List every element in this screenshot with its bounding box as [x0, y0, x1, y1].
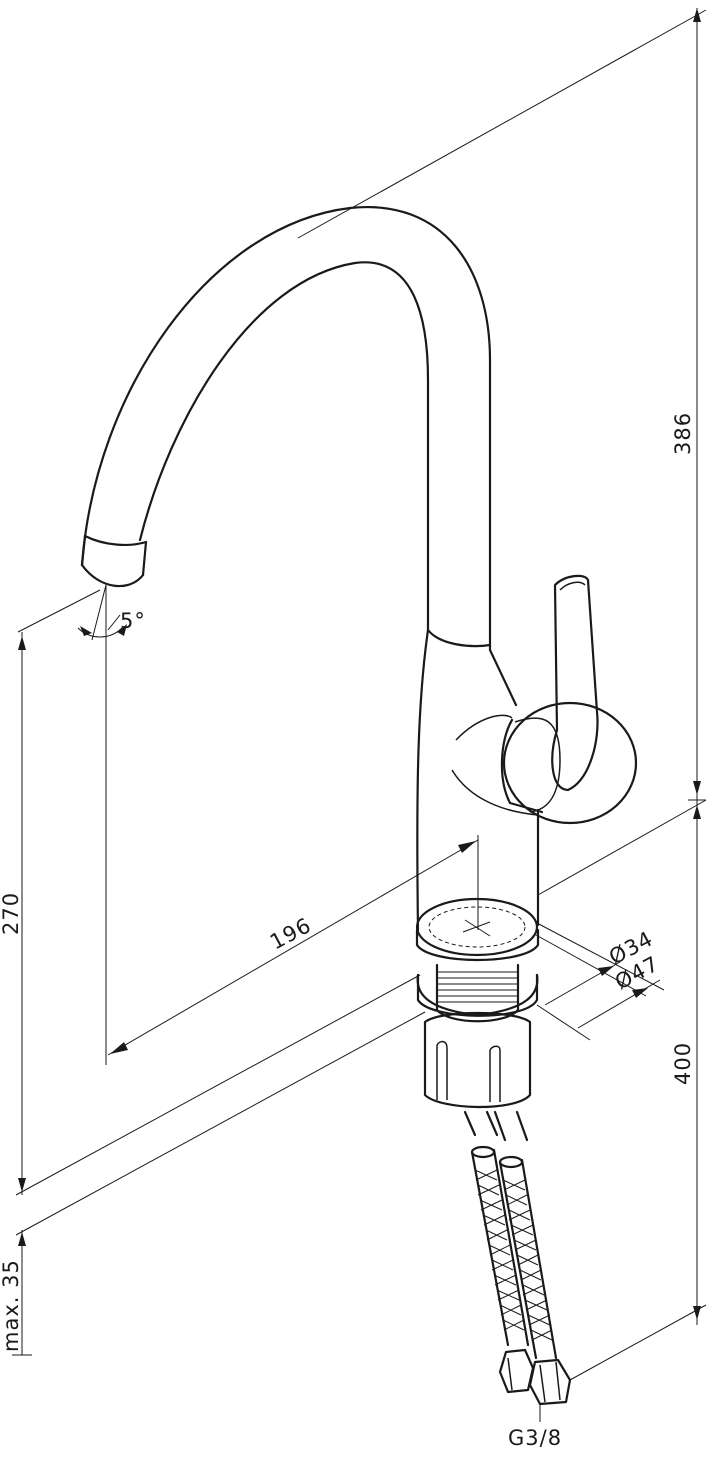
- braided-hoses: [463, 1110, 572, 1406]
- label-400: 400: [671, 1042, 695, 1085]
- label-max-35: max. 35: [0, 1259, 23, 1352]
- mounting-assembly: [416, 963, 539, 1109]
- dimension-labels: 386 270 196 5° Ø34 Ø47 400 max. 35 G3/8: [0, 412, 695, 1450]
- dimension-lines: [12, 8, 707, 1381]
- label-386: 386: [671, 412, 695, 455]
- faucet-outline: [80, 205, 638, 962]
- label-5-degrees: 5°: [120, 609, 146, 633]
- label-196: 196: [266, 913, 315, 954]
- label-g3-8: G3/8: [508, 1426, 562, 1450]
- label-270: 270: [0, 892, 23, 935]
